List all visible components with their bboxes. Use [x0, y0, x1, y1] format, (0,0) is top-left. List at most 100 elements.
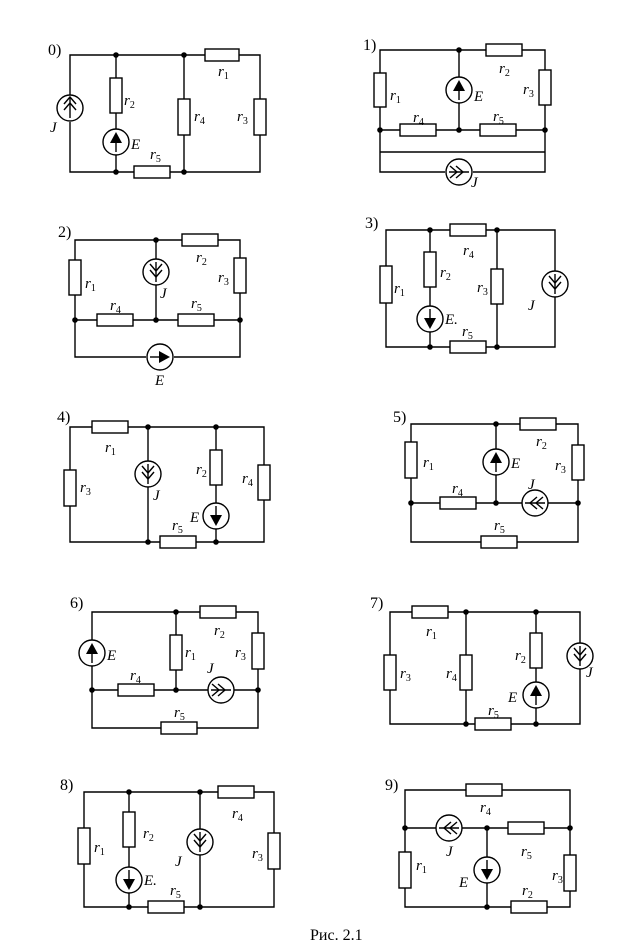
label-r1: r1: [218, 64, 229, 82]
circuit-0: 0) J E r1 r2 r4 r3 r5: [48, 42, 267, 179]
label-r4: r4: [242, 471, 253, 489]
circuit-3: 3) E. J r4 r1 r2 r3 r5: [365, 215, 569, 354]
resistor-r5: [507, 821, 545, 835]
label-r2: r2: [124, 93, 135, 111]
label-r1: r1: [416, 858, 427, 876]
resistor-r3: [267, 832, 281, 870]
label-r2: r2: [515, 648, 526, 666]
resistor-r5: [147, 900, 185, 914]
label-e: E.: [143, 873, 157, 889]
circuit-number: 4): [57, 409, 70, 426]
label-r2: r2: [143, 826, 154, 844]
resistor-r4: [96, 313, 134, 327]
resistor-r5: [133, 165, 171, 179]
label-r4: r4: [480, 800, 491, 818]
resistor-r5: [474, 717, 512, 731]
resistor-r5: [159, 535, 197, 549]
label-r1: r1: [423, 455, 434, 473]
label-e: E: [189, 510, 199, 526]
label-r2: r2: [499, 61, 510, 79]
resistor-r5: [160, 721, 198, 735]
label-r2: r2: [522, 883, 533, 901]
circuit-2: 2) J E r2 r1 r3 r4 r5: [58, 224, 247, 389]
resistor-r1: [411, 605, 449, 619]
resistor-r5: [449, 340, 487, 354]
label-r5: r5: [170, 883, 181, 901]
circuit-number: 1): [363, 37, 376, 54]
circuit-number: 0): [48, 42, 61, 59]
label-r4: r4: [110, 298, 121, 316]
resistor-r1: [169, 634, 183, 671]
label-j: J: [586, 665, 594, 681]
circuit-7: 7) E J r1 r3 r4 r2 r5: [370, 595, 594, 731]
circuit-number: 8): [60, 777, 73, 794]
resistor-r4: [465, 783, 503, 797]
label-j: J: [528, 298, 536, 314]
resistor-r3: [490, 268, 504, 305]
resistor-r1: [77, 827, 91, 865]
label-r3: r3: [80, 480, 91, 498]
resistor-r2: [485, 43, 523, 57]
label-r1: r1: [105, 440, 116, 458]
label-j: J: [207, 661, 215, 677]
label-r1: r1: [390, 88, 401, 106]
label-r5: r5: [174, 705, 185, 723]
label-e: E: [130, 137, 140, 153]
label-j: J: [471, 175, 479, 191]
resistor-r2: [199, 605, 237, 619]
circuit-6: 6) E J r2 r1 r3 r4 r5: [70, 595, 265, 735]
resistor-r1: [398, 851, 412, 889]
label-j: J: [528, 477, 536, 493]
label-r2: r2: [196, 250, 207, 268]
resistor-r2: [181, 233, 219, 247]
resistor-r4: [177, 98, 191, 136]
label-r4: r4: [194, 109, 205, 127]
label-r2: r2: [536, 434, 547, 452]
circuit-number: 7): [370, 595, 383, 612]
resistor-r5: [480, 535, 518, 549]
resistor-r1: [373, 72, 387, 108]
label-r4: r4: [452, 481, 463, 499]
label-r3: r3: [252, 846, 263, 864]
resistor-r2: [423, 251, 437, 288]
resistor-r2: [519, 417, 557, 431]
label-r5: r5: [521, 844, 532, 862]
label-r3: r3: [477, 280, 488, 298]
resistor-r2: [122, 811, 136, 848]
label-r1: r1: [185, 645, 196, 663]
label-r2: r2: [214, 623, 225, 641]
label-r3: r3: [555, 458, 566, 476]
label-r4: r4: [130, 668, 141, 686]
label-r4: r4: [413, 110, 424, 128]
label-e: E.: [444, 312, 458, 328]
label-j: J: [50, 120, 58, 136]
circuit-number: 6): [70, 595, 83, 612]
resistor-r4: [459, 654, 473, 691]
resistor-r3: [538, 69, 552, 106]
resistor-r5: [479, 123, 517, 137]
circuit-number: 2): [58, 224, 71, 241]
resistor-r3: [383, 654, 397, 691]
label-r4: r4: [232, 806, 243, 824]
label-r3: r3: [218, 270, 229, 288]
circuit-number: 9): [385, 777, 398, 794]
label-r5: r5: [493, 109, 504, 127]
label-r4: r4: [446, 666, 457, 684]
label-r5: r5: [191, 296, 202, 314]
label-r3: r3: [552, 868, 563, 886]
figure-caption: Рис. 2.1: [310, 927, 363, 944]
label-r1: r1: [85, 276, 96, 294]
label-e: E: [154, 373, 164, 389]
circuit-8: 8) E. J r4 r1 r2 r3 r5: [60, 777, 281, 914]
resistor-r2: [529, 632, 543, 669]
resistor-r2: [510, 900, 548, 914]
resistor-r4: [399, 123, 437, 137]
resistor-r4: [117, 683, 155, 697]
circuit-number: 5): [393, 409, 406, 426]
resistor-r1: [204, 48, 240, 62]
resistor-r3: [571, 444, 585, 481]
resistor-r2: [109, 77, 123, 114]
label-r3: r3: [523, 82, 534, 100]
resistor-r1: [379, 265, 393, 304]
